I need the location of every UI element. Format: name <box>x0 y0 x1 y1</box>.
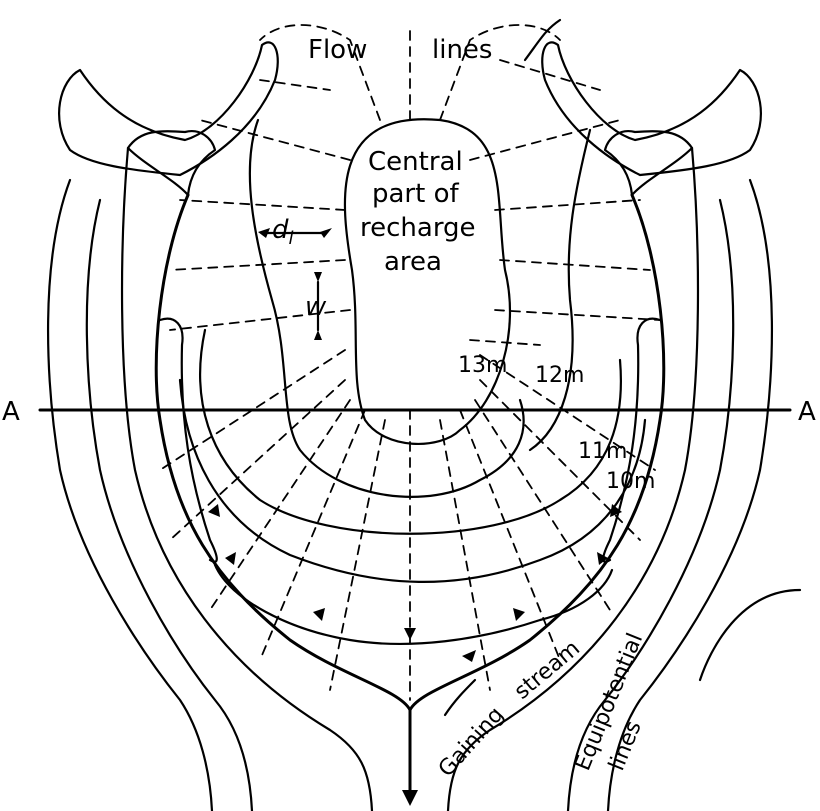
flow-lines-label-1: Flow <box>308 35 367 65</box>
arrow-icon <box>462 650 476 662</box>
arrow-icon <box>313 608 325 621</box>
d-l-label: dl <box>272 215 294 249</box>
outflow-arrow-icon <box>402 790 418 806</box>
central-label-3: recharge <box>360 213 476 243</box>
contour-10m-label: 10m <box>606 469 655 494</box>
central-label-2: part of <box>372 179 459 209</box>
arrow-icon <box>225 552 236 565</box>
arrow-icon <box>208 504 220 517</box>
contour-13m-label: 13m <box>458 353 507 378</box>
contour-11m-label: 11m <box>578 439 627 464</box>
flow-lines <box>160 25 660 700</box>
central-label-1: Central <box>368 147 463 177</box>
arrow-icon <box>404 628 416 640</box>
arrow-icon <box>513 608 525 621</box>
section-a-right-label: A <box>798 397 816 427</box>
w-label: w <box>305 292 327 322</box>
flow-lines-label-2: lines <box>432 35 492 65</box>
section-a-left-label: A <box>2 397 20 427</box>
central-label-4: area <box>384 247 442 277</box>
contour-12m-label: 12m <box>535 363 584 388</box>
arrow-icon <box>314 272 322 282</box>
arrow-icon <box>314 330 322 340</box>
